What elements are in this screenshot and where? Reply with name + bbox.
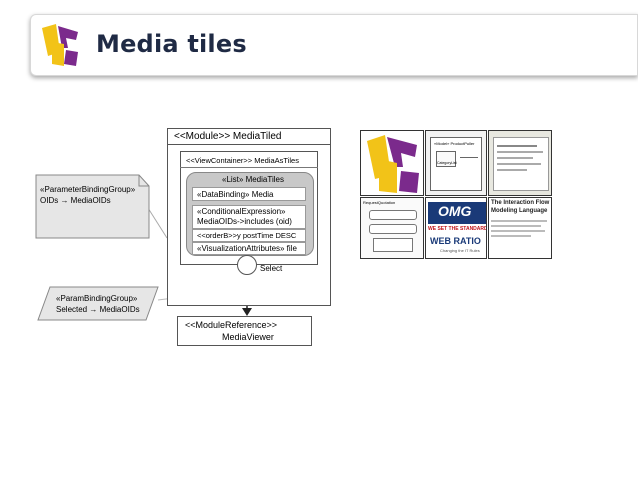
tile3-line: [497, 163, 541, 165]
view-container-title: <<ViewContainer>> MediaAsTiles: [186, 156, 299, 165]
tile4-box: [369, 210, 417, 220]
tile-product-puller: «Model» ProductPuller CategoryList: [425, 130, 487, 196]
tile3-line: [497, 145, 537, 147]
data-binding-row: [192, 187, 306, 201]
conditional-line1: «ConditionalExpression»: [197, 207, 286, 216]
tile2-arrow: [460, 157, 478, 158]
tile4-box: [373, 238, 413, 252]
ifml-logo-large-icon: [367, 135, 419, 193]
tile6-text-line: [491, 225, 541, 227]
visualization-row: [192, 242, 306, 255]
order-by-text: <<orderB>>y postTime DESC: [197, 231, 297, 240]
select-label: Select: [260, 264, 283, 273]
param-binding-shape: [37, 286, 159, 321]
tile6-text-line: [491, 235, 531, 237]
module-reference-line1: <<ModuleReference>>: [185, 320, 278, 330]
tile6-line2: Modeling Language: [491, 208, 548, 214]
tile-omg-webratio: OMG WE SET THE STANDARD WEB RATIO Changi…: [425, 197, 487, 259]
slide-header-bar: [30, 14, 638, 76]
tile-code-screenshot: [488, 130, 552, 196]
select-event-circle: [237, 255, 257, 275]
tile5-webratio: WEB RATIO: [430, 236, 481, 246]
tile5-omg: OMG: [438, 203, 472, 219]
note2-line1: «ParamBindingGroup»: [56, 294, 138, 303]
data-binding-text: «DataBinding» Media: [197, 190, 274, 199]
ifml-logo-icon: [42, 24, 78, 66]
tile5-subtag: Changing the IT Rules: [440, 248, 480, 253]
tile6-line1: The Interaction Flow: [491, 200, 550, 206]
list-title: «List» MediaTiles: [222, 175, 284, 184]
tile5-tagline: WE SET THE STANDARD: [428, 226, 486, 232]
tile3-line: [497, 157, 533, 159]
tile2-label: «Model» ProductPuller: [434, 141, 475, 146]
module-title: <<Module>> MediaTiled: [174, 131, 282, 142]
module-reference-line2: MediaViewer: [222, 332, 274, 342]
note1-line2: OIDs → MediaOIDs: [40, 196, 111, 205]
note1-line1: «ParameterBindingGroup»: [40, 185, 136, 194]
conditional-line2: MediaOIDs->includes (oid): [197, 217, 292, 226]
module-reference-box: [177, 316, 312, 346]
tile-ifml-text: The Interaction Flow Modeling Language: [488, 197, 552, 259]
conditional-row: [192, 205, 306, 229]
tile2-sub: CategoryList: [437, 161, 457, 165]
note2-line2: Selected → MediaOIDs: [56, 305, 140, 314]
tile5-banner: [428, 202, 486, 224]
view-container-divider: [180, 167, 318, 168]
tile3-line: [497, 169, 527, 171]
tile3-line: [497, 151, 543, 153]
tile6-text-line: [491, 220, 547, 222]
tile2-inner-box: [436, 151, 456, 167]
tile-request-quotation: RequestQuotation: [360, 197, 424, 259]
order-by-row: [192, 229, 306, 242]
tile6-text-line: [491, 230, 545, 232]
visualization-text: «VisualizationAttributes» file: [197, 244, 297, 253]
note-shape: [35, 174, 150, 239]
tile-ifml-logo: [360, 130, 424, 196]
module-divider: [167, 144, 331, 145]
tile4-label: RequestQuotation: [363, 200, 396, 205]
tile4-box: [369, 224, 417, 234]
slide-title: Media tiles: [96, 30, 247, 58]
